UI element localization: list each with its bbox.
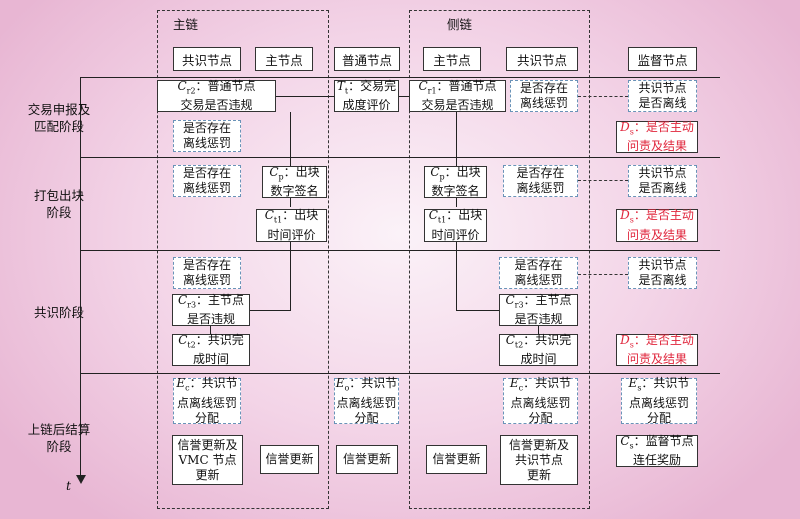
supervision-link	[578, 274, 628, 275]
c-t2-main-box: Ct2：共识完成时间	[172, 333, 250, 366]
connector	[250, 310, 291, 311]
time-axis	[80, 77, 81, 477]
connector	[538, 326, 539, 334]
stage-separator	[80, 373, 720, 374]
supervisor-offline-check-box: 共识节点是否离线	[628, 165, 697, 197]
c-t2-side-box: Ct2：共识完成时间	[499, 333, 578, 366]
reputation-update-box: 信誉更新	[336, 445, 398, 474]
supervisor-offline-check-box: 共识节点是否离线	[628, 257, 697, 289]
offline-penalty-box: 是否存在离线惩罚	[499, 257, 578, 289]
e-c-main-box: Ec：共识节点离线惩罚分配	[173, 376, 241, 425]
side-chain-label: 侧链	[447, 17, 473, 32]
supervision-link	[578, 96, 628, 97]
offline-penalty-box: 是否存在离线惩罚	[173, 165, 241, 197]
connector	[290, 242, 291, 310]
offline-penalty-box: 是否存在离线惩罚	[503, 165, 578, 197]
d-s-accountability-box: Ds：是否主动问责及结果	[616, 333, 698, 366]
c-r3-side-box: Cr3：主节点是否违规	[499, 293, 578, 326]
connector	[456, 310, 499, 311]
connector	[456, 112, 457, 166]
c-t1-main-box: Ct1：出块时间评价	[256, 208, 327, 242]
c-p-side-box: Cp：出块数字签名	[424, 165, 487, 198]
c-t1-side-box: Ct1：出块时间评价	[424, 208, 487, 242]
e-s-supervisor-box: Es：共识节点离线惩罚分配	[621, 376, 697, 425]
stage-4-label: 上链后结算阶段	[27, 422, 91, 454]
main-chain-label: 主链	[173, 17, 199, 32]
c-p-main-box: Cp：出块数字签名	[262, 165, 327, 198]
reputation-update-box: 信誉更新	[260, 445, 319, 474]
connector	[456, 242, 457, 310]
offline-penalty-box: 是否存在离线惩罚	[173, 257, 241, 289]
connector	[276, 96, 334, 97]
e-o-ordinary-box: Eo：共识节点离线惩罚分配	[334, 376, 399, 425]
connector	[290, 193, 291, 207]
stage-separator	[80, 77, 720, 78]
c-r1-side-box: Cr1：普通节点交易是否违规	[409, 79, 506, 112]
supervisor-offline-check-box: 共识节点是否离线	[628, 80, 697, 112]
time-axis-label: t	[66, 478, 72, 493]
main-chain-frame	[157, 10, 329, 509]
d-s-accountability-box: Ds：是否主动问责及结果	[616, 208, 698, 242]
header-consensus-side: 共识节点	[506, 47, 578, 71]
reputation-consensus-update-box: 信誉更新及共识节点更新	[500, 435, 578, 485]
connector	[456, 193, 457, 207]
header-master-side: 主节点	[423, 47, 481, 71]
stage-2-label: 打包出块阶段	[33, 188, 84, 220]
e-c-side-box: Ec：共识节点离线惩罚分配	[503, 376, 578, 425]
c-r3-main-box: Cr3：主节点是否违规	[172, 293, 250, 326]
header-ordinary: 普通节点	[334, 47, 400, 71]
offline-penalty-box: 是否存在离线惩罚	[510, 80, 578, 112]
connector	[290, 112, 291, 166]
d-s-accountability-box: Ds：是否主动问责及结果	[616, 120, 698, 153]
header-master-main: 主节点	[255, 47, 313, 71]
c-s-reward-box: Cs：监督节点连任奖励	[616, 434, 698, 467]
reputation-update-box: 信誉更新	[426, 445, 487, 474]
stage-separator	[80, 250, 720, 251]
offline-penalty-box: 是否存在离线惩罚	[173, 120, 241, 152]
stage-separator	[80, 157, 720, 158]
t-t-box: Tt：交易完成度评价	[334, 79, 399, 112]
header-consensus-main: 共识节点	[173, 47, 241, 71]
supervision-link	[578, 180, 628, 181]
time-axis-arrow	[76, 475, 86, 484]
header-supervisor: 监督节点	[628, 47, 697, 71]
connector	[210, 326, 211, 334]
stage-3-label: 共识阶段	[33, 305, 84, 320]
side-chain-frame	[409, 10, 590, 509]
stage-1-label: 交易申报及匹配阶段	[27, 102, 91, 134]
c-r2-main-box: Cr2：普通节点交易是否违规	[157, 79, 276, 112]
